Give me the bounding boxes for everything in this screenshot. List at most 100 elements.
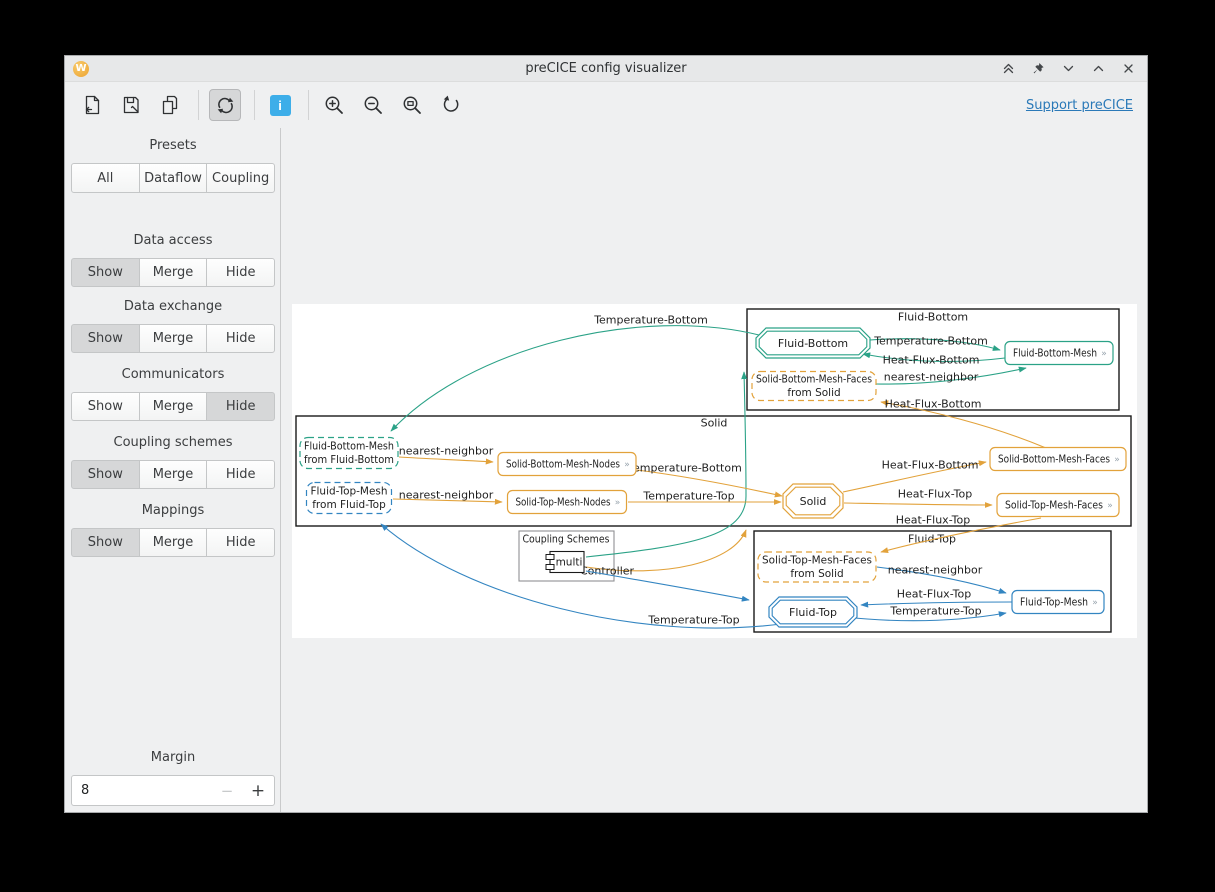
data-exchange-merge-button[interactable]: Merge [138,324,208,353]
mappings-show-button[interactable]: Show [71,528,140,557]
chevron-down-icon [1063,65,1073,72]
data-access-hide-button[interactable]: Hide [206,258,276,287]
edge-multi-to-fluid-top [585,570,750,602]
svg-text:Solid: Solid [800,495,827,508]
mesh-badge-icon: » [1114,455,1120,465]
section-label-data-exchange: Data exchange [123,299,223,314]
data-exchange-show-button[interactable]: Show [71,324,140,353]
communicators-merge-button[interactable]: Merge [138,392,208,421]
edge-solid-top-mesh-faces-from-solid-to-fluid-top-mesh [876,566,1007,594]
graph-node-fluid-top-mesh: Fluid-Top-Mesh » [1011,589,1105,615]
close-button[interactable] [1121,62,1135,76]
mesh-badge-icon: » [624,460,630,470]
zoom-reset-button[interactable] [436,90,466,120]
edge-fluid-bottom-mesh-from-fluid-bottom-to-solid-bottom-mesh-nodes [398,456,494,465]
zoom-fit-icon [403,96,421,114]
toolbar-separator [198,90,199,120]
svg-text:from Solid: from Solid [787,387,840,399]
mappings-merge-button[interactable]: Merge [138,528,208,557]
zoom-out-button[interactable] [358,90,388,120]
maximize-button[interactable] [1091,62,1105,76]
svg-text:Fluid-Top-Mesh: Fluid-Top-Mesh [311,486,388,498]
edge-label-nearest-neighbor: nearest-neighbor [399,445,494,458]
minimize-button[interactable] [1061,62,1075,76]
coupling-schemes-merge-button[interactable]: Merge [138,460,208,489]
mesh-badge-icon: » [1101,349,1107,359]
section-label-communicators: Communicators [121,367,225,382]
info-icon: i [269,94,291,116]
edge-label-temperature-bottom: Temperature-Bottom [593,314,708,327]
cluster-label-coupling-schemes: Coupling Schemes [523,533,610,546]
coupling-schemes-hide-button[interactable]: Hide [206,460,276,489]
edge-multi-to-solid [585,529,747,572]
pin-button[interactable] [1031,62,1045,76]
copy-button[interactable] [155,90,185,120]
double-chevron-up-icon [1003,63,1013,74]
zoom-fit-button[interactable] [397,90,427,120]
margin-spinbox[interactable]: 8 − + [71,775,275,806]
margin-decrement-button[interactable]: − [220,781,234,800]
zoom-in-button[interactable] [319,90,349,120]
edge-fluid-bottom-to-fluid-bottom-mesh [869,338,1001,351]
shade-button[interactable] [1001,62,1015,76]
margin-value: 8 [81,783,90,798]
edge-label-nearest-neighbor: nearest-neighbor [884,371,979,384]
refresh-button[interactable] [209,89,241,121]
titlebar[interactable]: W preCICE config visualizer [65,56,1147,82]
svg-text:Solid-Bottom-Mesh-Nodes: Solid-Bottom-Mesh-Nodes [506,459,620,471]
app-window: W preCICE config visualizer i [64,55,1148,813]
communicators-show-button[interactable]: Show [71,392,140,421]
edge-label-heat-flux-top: Heat-Flux-Top [897,588,971,601]
save-file-button[interactable] [116,90,146,120]
presets-dataflow-button[interactable]: Dataflow [138,163,208,193]
svg-text:from Fluid-Bottom: from Fluid-Bottom [304,454,394,466]
cluster-fluid-top [753,530,1112,633]
section-label-coupling-schemes: Coupling schemes [113,435,233,450]
edge-fluid-bottom-to-fluid-bottom-mesh-from-fluid-bottom [390,325,760,432]
graph-node-solid: Solid [782,483,844,519]
coupling-schemes-show-button[interactable]: Show [71,460,140,489]
svg-text:Solid-Top-Mesh-Faces: Solid-Top-Mesh-Faces [762,555,872,567]
mesh-badge-icon: » [1107,501,1113,511]
edge-fluid-top-to-fluid-top-mesh [843,611,1007,622]
margin-increment-button[interactable]: + [250,780,266,801]
graph-node-solid-bottom-mesh-nodes: Solid-Bottom-Mesh-Nodes » [497,451,637,477]
mesh-badge-icon: » [1092,598,1098,608]
data-exchange-hide-button[interactable]: Hide [206,324,276,353]
data-access-merge-button[interactable]: Merge [138,258,208,287]
new-file-button[interactable] [77,90,107,120]
info-button[interactable]: i [265,90,295,120]
communicators-hide-button[interactable]: Hide [206,392,276,421]
section-label-presets: Presets [149,138,197,153]
edge-fluid-top-to-fluid-top-mesh-from-fluid-top [380,523,782,629]
zoom-out-icon [364,96,382,114]
presets-coupling-button[interactable]: Coupling [206,163,276,193]
edge-fluid-bottom-mesh-to-fluid-bottom [862,352,1006,363]
mappings-hide-button[interactable]: Hide [206,528,276,557]
section-label-data-access: Data access [133,233,213,248]
data-access-show-button[interactable]: Show [71,258,140,287]
svg-text:Fluid-Top-Mesh: Fluid-Top-Mesh [1020,597,1088,609]
presets-all-button[interactable]: All [71,163,140,193]
zoom-reset-icon [443,95,459,112]
svg-text:Fluid-Bottom: Fluid-Bottom [778,337,848,350]
edge-solid-bottom-mesh-nodes-to-solid [636,469,783,498]
margin-group: Margin 8 − + [71,750,275,806]
support-precice-link[interactable]: Support preCICE [1025,97,1133,113]
svg-text:multi: multi [556,557,583,569]
edge-multi-to-fluid-bottom [585,371,748,558]
svg-text:Solid-Top-Mesh-Nodes: Solid-Top-Mesh-Nodes [516,497,611,509]
svg-text:Fluid-Bottom-Mesh: Fluid-Bottom-Mesh [1013,348,1097,360]
